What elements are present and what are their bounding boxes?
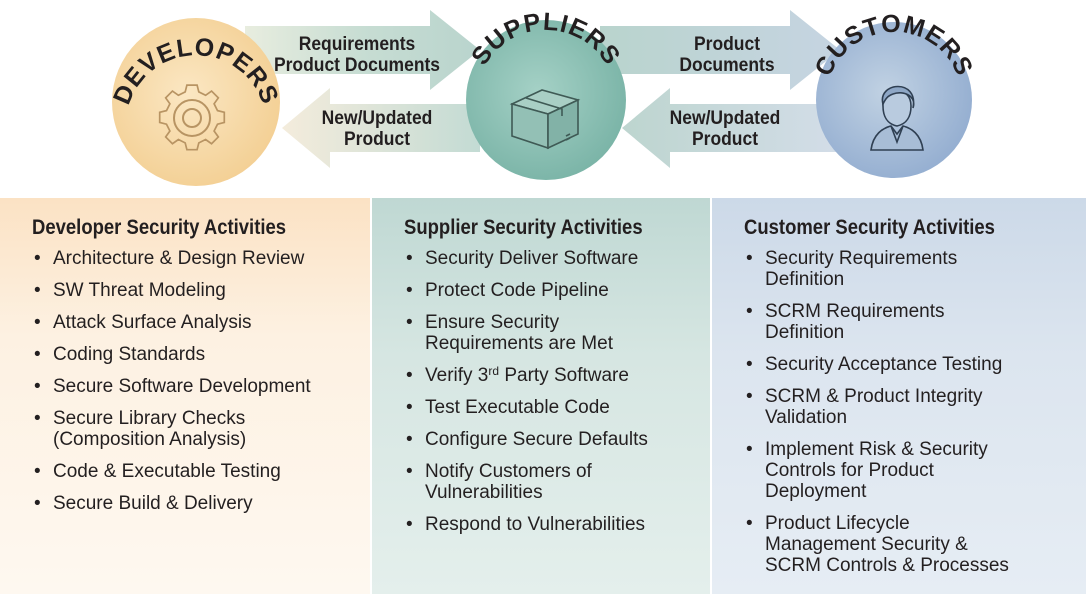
list-item: Coding Standards — [32, 344, 370, 365]
list-item: Attack Surface Analysis — [32, 312, 370, 333]
list-item: Configure Secure Defaults — [404, 429, 710, 450]
arrow-label-product-documents: Product Documents — [658, 34, 796, 76]
list-item: Architecture & Design Review — [32, 248, 370, 269]
developer-activities-list: Architecture & Design Review SW Threat M… — [32, 248, 370, 514]
gear-icon — [158, 84, 226, 151]
list-item: Product Lifecycle Management Security & … — [744, 513, 1086, 576]
list-item: Security Deliver Software — [404, 248, 710, 269]
list-item: Code & Executable Testing — [32, 461, 370, 482]
list-item: Ensure Security Requirements are Met — [404, 312, 710, 354]
list-item: SCRM Requirements Definition — [744, 301, 1086, 343]
list-item: Implement Risk & Security Controls for P… — [744, 439, 1086, 502]
package-box-icon — [509, 89, 581, 150]
list-item: Security Requirements Definition — [744, 248, 1086, 290]
developers-circle — [112, 18, 280, 186]
list-item: Security Acceptance Testing — [744, 354, 1086, 375]
list-item: Secure Software Development — [32, 376, 370, 397]
arrow-label-line: Product Documents — [273, 55, 441, 76]
flow-diagram: DEVELOPERS SUPPLIERS CUSTOMERS — [108, 8, 978, 186]
arrow-cus-to-sup — [622, 88, 840, 168]
list-item: Respond to Vulnerabilities — [404, 514, 710, 535]
arrow-label-new-product-to-dev: New/Updated Product — [308, 108, 446, 150]
arrow-sup-to-dev — [282, 88, 480, 168]
supplier-activities-title: Supplier Security Activities — [404, 216, 643, 239]
list-item: Secure Library Checks (Composition Analy… — [32, 408, 370, 450]
developer-activities-title: Developer Security Activities — [32, 216, 287, 239]
arrow-label-line: New/Updated — [669, 108, 781, 129]
customer-activities-panel: Customer Security Activities Security Re… — [712, 198, 1086, 594]
arrow-label-line: Documents — [679, 55, 775, 76]
arrow-label-line: New/Updated — [321, 108, 433, 129]
arrow-dev-to-sup — [245, 10, 480, 90]
arrow-label-line: Requirements — [298, 34, 416, 55]
list-item: Notify Customers of Vulnerabilities — [404, 461, 710, 503]
arrow-label-line: Product — [693, 34, 761, 55]
arrow-label-new-product-to-sup: New/Updated Product — [656, 108, 794, 150]
list-item: Test Executable Code — [404, 397, 710, 418]
developer-activities-panel: Developer Security Activities Architectu… — [0, 198, 370, 594]
person-icon — [870, 85, 924, 151]
arrow-label-requirements: Requirements Product Documents — [270, 34, 445, 76]
list-item: Verify 3rd Party Software — [404, 365, 710, 386]
customer-activities-list: Security Requirements Definition SCRM Re… — [744, 248, 1086, 576]
list-item: Protect Code Pipeline — [404, 280, 710, 301]
arrow-sup-to-cus — [600, 10, 840, 90]
list-item: SCRM & Product Integrity Validation — [744, 386, 1086, 428]
list-item: SW Threat Modeling — [32, 280, 370, 301]
arrow-label-line: Product — [343, 129, 411, 150]
arrow-label-line: Product — [691, 129, 759, 150]
supplier-activities-panel: Supplier Security Activities Security De… — [372, 198, 710, 594]
list-item: Secure Build & Delivery — [32, 493, 370, 514]
customer-activities-title: Customer Security Activities — [744, 216, 995, 239]
supplier-activities-list: Security Deliver Software Protect Code P… — [404, 248, 710, 535]
